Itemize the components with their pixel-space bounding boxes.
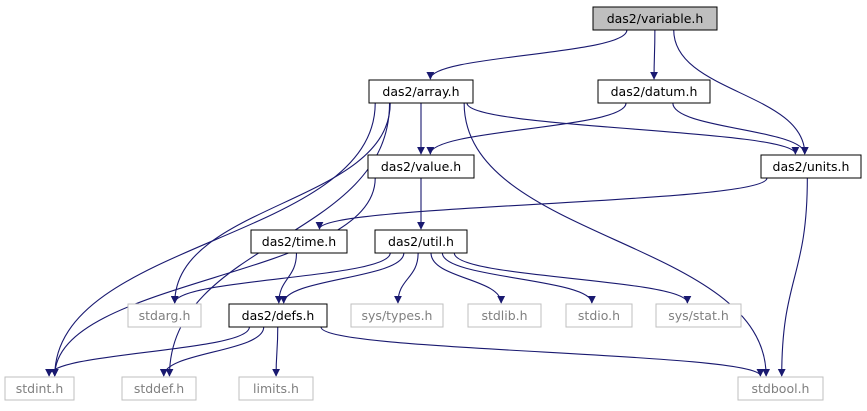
node-array[interactable]: das2/array.h [368,79,474,104]
node-label-stdarg: stdarg.h [139,308,191,323]
node-box-stddef [121,376,197,401]
node-box-stdint [4,376,75,401]
edge-units-to-time [315,177,768,230]
node-label-util: das2/util.h [388,234,454,249]
edge-array-to-stdint [50,102,376,377]
node-label-variable: das2/variable.h [607,11,704,26]
edge-time-to-defs [274,252,298,304]
node-util[interactable]: das2/util.h [374,229,468,254]
edge-defs-to-limits [272,326,281,377]
node-stddef: stddef.h [121,376,197,401]
node-label-time: das2/time.h [262,234,336,249]
node-label-stdbool: stdbool.h [752,381,810,396]
node-box-stdarg [127,303,202,328]
edge-defs-to-stdint [45,326,250,377]
node-limits: limits.h [238,376,314,401]
node-label-stddef: stddef.h [134,381,184,396]
edge-datum-to-value [426,102,627,155]
edge-util-to-stdarg [170,252,391,304]
node-label-array: das2/array.h [382,84,459,99]
node-box-array [368,79,474,104]
edge-variable-to-datum [650,29,659,80]
node-units[interactable]: das2/units.h [760,154,862,179]
node-stdarg: stdarg.h [127,303,202,328]
node-label-stdio: stdio.h [578,308,620,323]
edge-array-to-units [466,102,800,155]
node-label-defs: das2/defs.h [242,308,315,323]
edges [45,29,809,377]
node-stdio: stdio.h [565,303,633,328]
edge-util-to-stdlib [430,252,506,304]
node-box-limits [238,376,314,401]
node-label-stdint: stdint.h [16,381,64,396]
node-box-util [374,229,468,254]
node-box-value [367,154,475,179]
node-stdint: stdint.h [4,376,75,401]
node-value[interactable]: das2/value.h [367,154,475,179]
node-defs[interactable]: das2/defs.h [228,303,328,328]
edge-util-to-systypes [393,252,419,304]
node-stdbool: stdbool.h [737,376,824,401]
node-box-stdlib [467,303,542,328]
edge-value-to-stdint [50,177,376,377]
node-box-variable [592,6,718,31]
node-datum[interactable]: das2/datum.h [597,79,711,104]
edge-datum-to-units [672,102,809,155]
edge-util-to-sysstat [453,252,692,304]
edge-variable-to-array [426,29,628,80]
node-variable[interactable]: das2/variable.h [592,6,718,31]
node-box-stdio [565,303,633,328]
node-label-value: das2/value.h [381,159,461,174]
node-box-time [250,229,348,254]
edge-util-to-stdio [441,252,596,304]
edge-array-to-stdarg [170,102,391,304]
edge-util-to-defs [279,252,405,304]
node-box-sysstat [655,303,742,328]
node-box-stdbool [737,376,824,401]
node-label-limits: limits.h [253,381,299,396]
edge-defs-to-stddef [159,326,265,377]
nodes: das2/variable.h das2/array.h das2/datum.h d… [4,6,862,401]
edge-units-to-stdbool [777,177,808,377]
node-box-defs [228,303,328,328]
node-box-units [760,154,862,179]
node-sysstat: sys/stat.h [655,303,742,328]
node-label-sysstat: sys/stat.h [668,308,729,323]
node-label-datum: das2/datum.h [611,84,698,99]
edge-defs-to-stdbool [320,326,765,377]
node-box-systypes [350,303,444,328]
edge-array-to-stdbool [463,102,771,377]
edge-variable-to-units [673,29,809,155]
node-time[interactable]: das2/time.h [250,229,348,254]
node-stdlib: stdlib.h [467,303,542,328]
node-label-systypes: sys/types.h [362,308,433,323]
node-box-datum [597,79,711,104]
node-label-units: das2/units.h [773,159,850,174]
node-label-stdlib: stdlib.h [481,308,527,323]
node-systypes: sys/types.h [350,303,444,328]
